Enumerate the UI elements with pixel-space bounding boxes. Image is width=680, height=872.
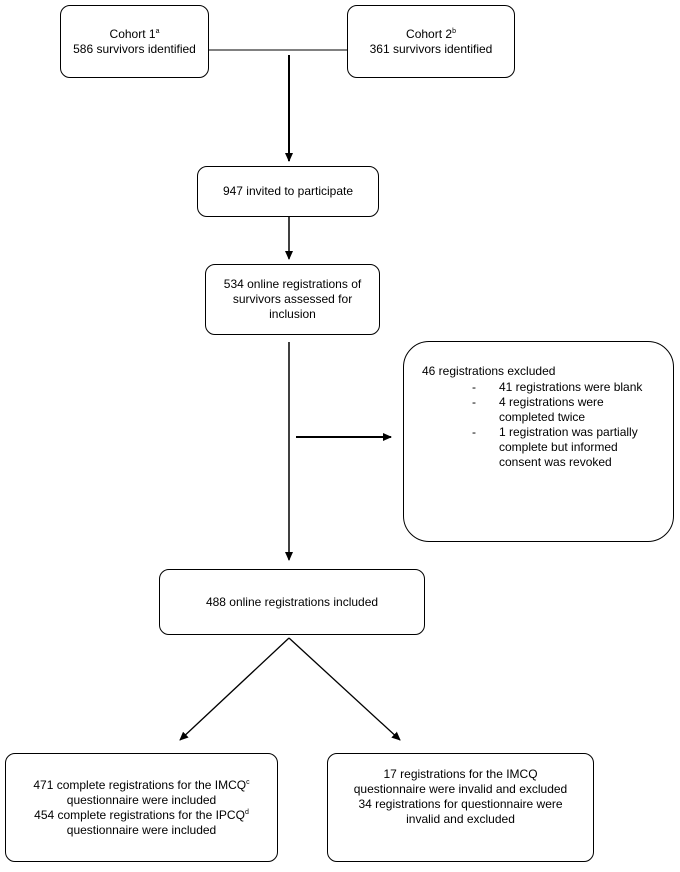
arrow-to-left-result: [179, 637, 290, 741]
invited-text: 947 invited to participate: [222, 184, 354, 198]
right-result-line: invalid and excluded: [406, 812, 515, 826]
excluded-item: - 4 registrations were completed twice: [472, 395, 604, 424]
right-result-line: 17 registrations for the IMCQ: [383, 767, 538, 781]
left-result-line: questionnaire were included: [66, 822, 217, 837]
right-result-line: questionnaire were invalid and excluded: [353, 782, 568, 796]
excluded-item: - 41 registrations were blank: [472, 380, 643, 394]
assessed-box: 534 online registrations of survivors as…: [205, 264, 380, 335]
cohort2-count: 361 survivors identified: [369, 41, 493, 56]
left-result-line: 454 complete registrations for the IPCQd: [34, 807, 249, 822]
cohort1-box: Cohort 1a 586 survivors identified: [60, 5, 209, 78]
right-result-line: 34 registrations for questionnaire were: [358, 797, 563, 811]
cohort2-box: Cohort 2b 361 survivors identified: [347, 5, 515, 78]
excluded-list: - 41 registrations were blank - 4 regist…: [472, 380, 672, 470]
included-box: 488 online registrations included: [159, 569, 425, 635]
excluded-title: 46 registrations excluded: [422, 364, 556, 378]
assessed-line: 534 online registrations of: [223, 277, 362, 291]
invited-box: 947 invited to participate: [197, 166, 379, 217]
arrow-to-right-result: [288, 637, 401, 741]
right-result-box: 17 registrations for the IMCQ questionna…: [327, 753, 594, 862]
excluded-box: 46 registrations excluded - 41 registrat…: [403, 341, 674, 542]
assessed-line: inclusion: [269, 307, 316, 321]
left-result-line: 471 complete registrations for the IMCQc: [33, 777, 250, 792]
excluded-item: - 1 registration was partially complete …: [472, 425, 638, 469]
cohort1-label: Cohort 1a: [109, 26, 160, 41]
cohort1-count: 586 survivors identified: [73, 41, 196, 56]
cohort2-label: Cohort 2b: [406, 26, 456, 41]
included-text: 488 online registrations included: [205, 594, 379, 609]
left-result-box: 471 complete registrations for the IMCQc…: [5, 753, 278, 862]
left-result-line: questionnaire were included: [66, 792, 217, 807]
assessed-line: survivors assessed for: [232, 292, 353, 306]
